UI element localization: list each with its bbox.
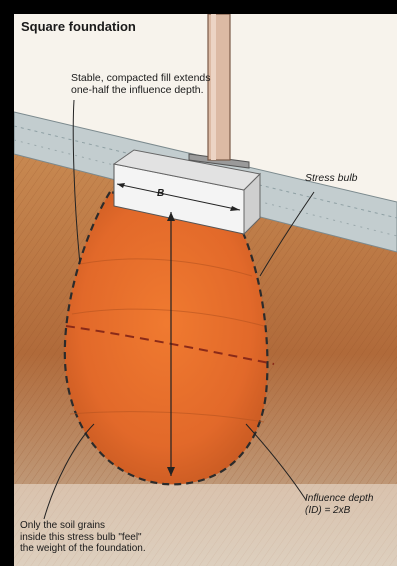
soil-note-line-2: inside this stress bulb "feel" bbox=[20, 532, 195, 544]
stress-bulb-label: Stress bulb bbox=[305, 172, 358, 184]
soil-note-line-3: the weight of the foundation. bbox=[20, 543, 195, 555]
diagram-title: Square foundation bbox=[21, 20, 136, 35]
influence-depth-line-2: (ID) = 2xB bbox=[305, 505, 395, 517]
stress-bulb bbox=[65, 192, 268, 484]
soil-note-label: Only the soil grains inside this stress … bbox=[20, 520, 195, 555]
width-b-label: B bbox=[157, 188, 164, 200]
influence-depth-line-1: Influence depth bbox=[305, 493, 395, 505]
post-highlight bbox=[211, 14, 216, 160]
illustration-canvas: Square foundation Stable, compacted fill… bbox=[14, 14, 397, 566]
foundation-illustration bbox=[14, 14, 397, 566]
influence-depth-label: Influence depth (ID) = 2xB bbox=[305, 493, 395, 516]
fill-note-label: Stable, compacted fill extends one-half … bbox=[71, 72, 211, 96]
soil-note-line-1: Only the soil grains bbox=[20, 520, 195, 532]
